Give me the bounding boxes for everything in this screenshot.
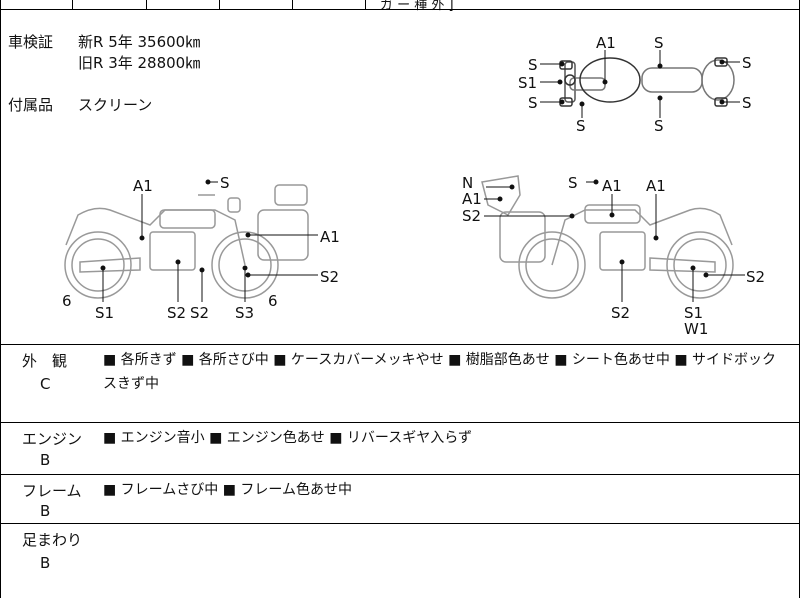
row-engine-content: ■ エンジン音小 ■ エンジン色あせ ■ リバースギヤ入らず [103,430,472,446]
left-s-label: S [220,174,230,192]
row-engine: エンジン B ■ エンジン音小 ■ エンジン色あせ ■ リバースギヤ入らず [0,423,800,475]
row-suspension: 足まわり B [0,524,800,600]
top-s-label-4: S [576,117,586,135]
right-a1-label-3: A1 [646,177,666,195]
inspection-old: 旧R 3年 28800㎞ [78,54,201,72]
left-a1-label-2: A1 [320,228,340,246]
row-engine-grade: B [40,451,51,469]
left-view-markers [100,179,318,302]
row-suspension-label: 足まわり [22,531,83,549]
row-frame-grade: B [40,502,51,520]
row-exterior-label: 外 観 [22,352,68,370]
right-a1-label-2: A1 [602,177,622,195]
top-view-motorcycle-icon [559,57,735,107]
left-s3-label: S3 [235,304,254,322]
left-s2-label-3: S2 [190,304,209,322]
motorcycle-diagrams: A1 S S S1 S S S S S A1 S A1 S2 6 6 S1 S2… [62,34,765,338]
accessories-value: スクリーン [78,96,153,114]
right-view-markers [484,179,745,302]
right-s2-label-2: S2 [746,268,765,286]
top-a1-label: A1 [596,34,616,52]
top-s1-label: S1 [518,74,537,92]
right-s2-label-3: S2 [611,304,630,322]
row-frame-label: フレーム [22,482,82,500]
top-s-label-1: S [654,34,664,52]
top-s-label-7: S [742,94,752,112]
right-s-label: S [568,174,578,192]
inspection-label: 車検証 [8,33,54,51]
row-suspension-grade: B [40,554,51,572]
right-s2-label-1: S2 [462,207,481,225]
left-s1-label: S1 [95,304,114,322]
left-side-motorcycle-icon [64,184,309,299]
right-s1-label: S1 [684,304,703,322]
right-side-motorcycle-icon [481,175,734,299]
inspection-new: 新R 5年 35600㎞ [78,33,201,51]
left-s2-label-1: S2 [320,268,339,286]
header-row: ガ ー 種 外 ] [0,0,800,13]
row-exterior-content: ■ 各所きず ■ 各所さび中 ■ ケースカバーメッキやせ ■ 樹脂部色あせ ■ … [103,352,777,392]
row-frame: フレーム B ■ フレームさび中 ■ フレーム色あせ中 [0,475,800,524]
left-s2-label-2: S2 [167,304,186,322]
accessories-label: 付属品 [8,96,54,114]
top-s-label-2: S [528,56,538,74]
left-6-label-2: 6 [268,292,278,310]
condition-diagram-area [0,10,800,345]
top-s-label-5: S [654,117,664,135]
right-w1-label: W1 [684,320,708,338]
row-exterior: 外 観 C ■ 各所きず ■ 各所さび中 ■ ケースカバーメッキやせ ■ 樹脂部… [0,345,800,423]
left-6-label-1: 6 [62,292,72,310]
top-s-label-3: S [528,94,538,112]
row-frame-content: ■ フレームさび中 ■ フレーム色あせ中 [103,482,352,498]
right-a1-label-1: A1 [462,190,482,208]
row-engine-label: エンジン [22,430,83,448]
right-n-label: N [462,174,473,192]
left-a1-label: A1 [133,177,153,195]
top-view-markers [540,50,740,118]
top-s-label-6: S [742,54,752,72]
row-exterior-grade: C [40,375,51,393]
